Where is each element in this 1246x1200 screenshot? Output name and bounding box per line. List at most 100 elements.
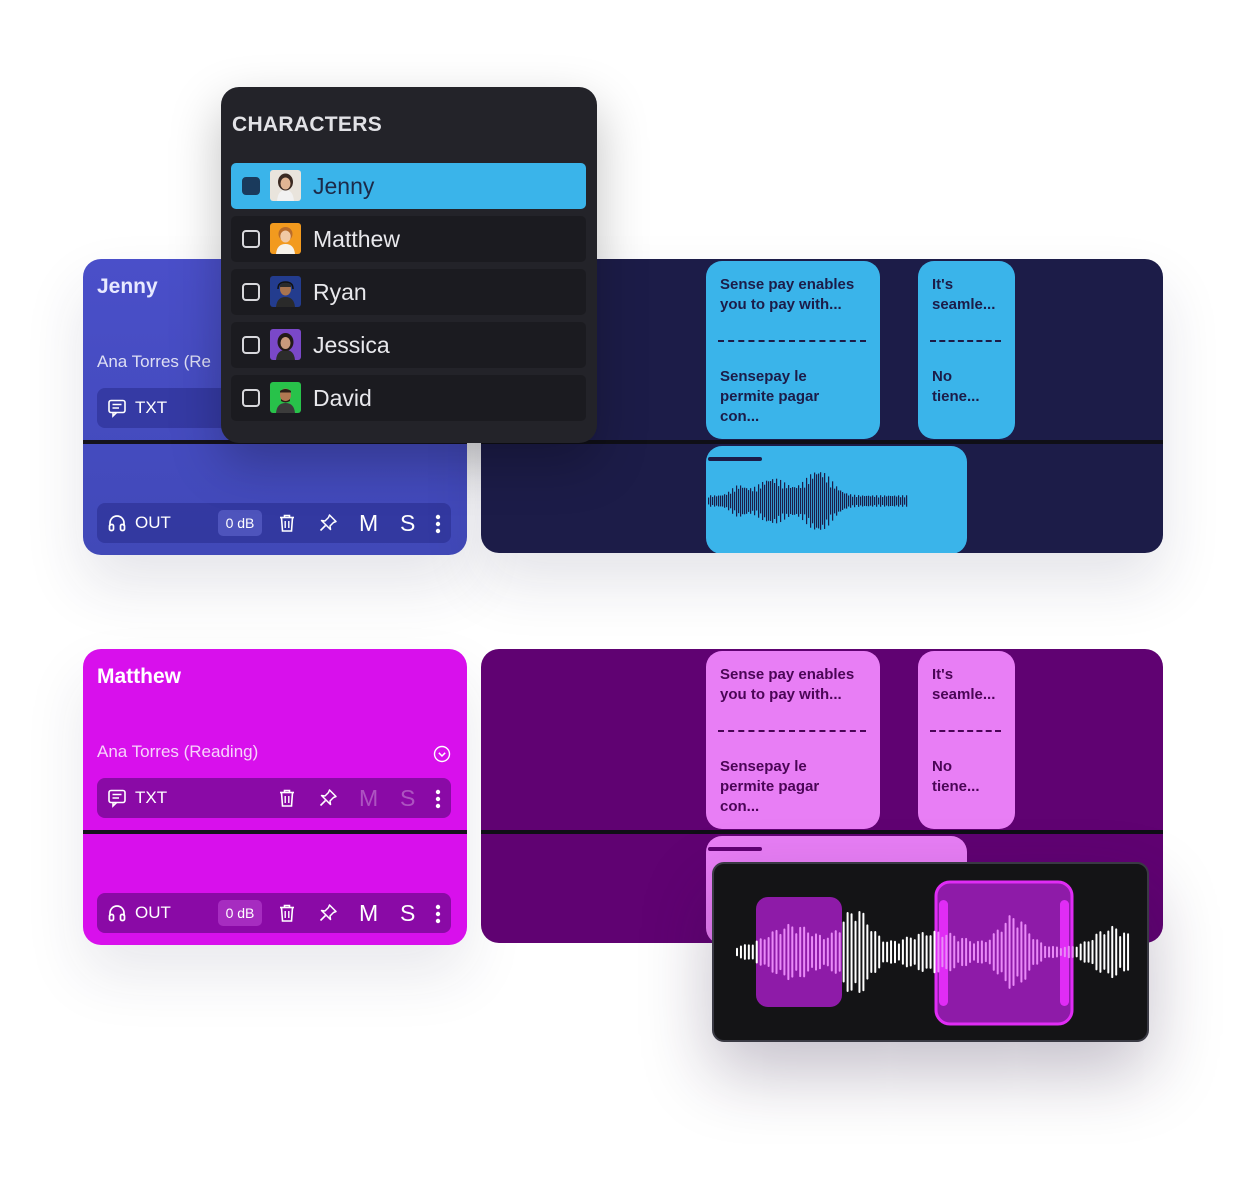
waveform-bar — [763, 939, 766, 965]
character-item-jenny[interactable]: Jenny — [231, 163, 586, 209]
pin-icon[interactable] — [318, 903, 338, 923]
waveform-bar — [771, 931, 774, 973]
waveform-bar — [1052, 945, 1054, 959]
waveform-bar — [772, 479, 774, 523]
waveform-bar — [834, 488, 836, 514]
character-item-jessica[interactable]: Jessica — [231, 322, 586, 368]
character-item-david[interactable]: David — [231, 375, 586, 421]
waveform-bar — [760, 488, 762, 514]
mute-button[interactable]: M — [359, 900, 379, 926]
waveform-bar — [984, 941, 987, 963]
track-panel-matthew: Matthew Ana Torres (Reading) TXT M S — [83, 649, 467, 945]
gain-field[interactable]: 0 dB — [218, 900, 262, 926]
txt-label[interactable]: TXT — [135, 398, 168, 417]
voice-label[interactable]: Ana Torres (Reading) — [97, 742, 259, 761]
trash-icon[interactable] — [277, 513, 297, 533]
trash-icon[interactable] — [277, 788, 297, 808]
voice-label[interactable]: Ana Torres (Re — [97, 352, 212, 371]
checkbox[interactable] — [242, 177, 260, 195]
checkbox[interactable] — [242, 336, 260, 354]
waveform-bar — [804, 487, 806, 515]
waveform-bar — [1055, 946, 1058, 958]
waveform-bar — [820, 472, 822, 530]
waveform-bar — [806, 477, 808, 525]
kebab-icon[interactable] — [435, 514, 441, 534]
waveform-bar — [1119, 935, 1122, 969]
timeline-matthew: Sense pay enables you to pay with... Sen… — [481, 649, 1163, 943]
waveform-bar — [1016, 927, 1019, 977]
headphones-icon[interactable] — [107, 513, 127, 533]
selection-handle-left[interactable] — [939, 900, 948, 1006]
waveform-bar — [716, 496, 718, 506]
clip-handle[interactable] — [708, 457, 762, 461]
waveform-bar — [764, 484, 766, 518]
waveform-bar — [768, 481, 770, 521]
chevron-down-circle-icon[interactable] — [433, 745, 451, 763]
waveform-bar — [890, 940, 893, 964]
clip-text-english: It's seamle... — [932, 666, 996, 703]
waveform-bar — [850, 494, 852, 508]
track-name: Matthew — [97, 665, 181, 688]
waveform-bar — [953, 935, 956, 969]
waveform-bar — [826, 482, 828, 520]
waveform-bar — [866, 495, 868, 507]
dropdown-title: CHARACTERS — [232, 113, 382, 136]
out-label[interactable]: OUT — [135, 903, 171, 922]
pin-icon[interactable] — [318, 513, 338, 533]
checkbox[interactable] — [242, 230, 260, 248]
pin-icon[interactable] — [318, 788, 338, 808]
waveform-bar — [1044, 945, 1047, 959]
mute-button[interactable]: M — [359, 510, 379, 536]
waveform-bar — [1099, 931, 1102, 973]
kebab-icon[interactable] — [435, 789, 441, 809]
text-clip[interactable]: Sense pay enables you to pay with... Sen… — [706, 651, 880, 829]
waveform-bar — [736, 947, 738, 957]
waveform-bar — [1115, 928, 1118, 976]
trash-icon[interactable] — [277, 903, 297, 923]
waveform-bar — [884, 495, 886, 507]
waveform-bar — [734, 491, 736, 511]
waveform-bar — [724, 494, 726, 508]
waveform-bar — [969, 940, 972, 964]
waveform-bar — [896, 496, 898, 506]
checkbox[interactable] — [242, 389, 260, 407]
active-selection-region[interactable] — [934, 880, 1074, 1026]
waveform-bar — [1000, 931, 1003, 973]
kebab-icon[interactable] — [435, 904, 441, 924]
mute-button[interactable]: M — [359, 785, 379, 811]
solo-button[interactable]: S — [400, 900, 416, 926]
avatar-ryan — [270, 276, 301, 307]
text-clip[interactable]: It's seamle... No tiene... — [918, 261, 1015, 439]
waveform-bar — [886, 941, 889, 963]
gain-field[interactable]: 0 dB — [218, 510, 262, 536]
waveform-bar — [965, 937, 968, 967]
clip-separator — [718, 730, 866, 732]
character-item-matthew[interactable]: Matthew — [231, 216, 586, 262]
waveform-bar — [795, 933, 798, 971]
waveform-bar — [945, 934, 948, 970]
solo-button[interactable]: S — [400, 785, 416, 811]
audio-clip[interactable] — [706, 446, 967, 553]
waveform-bar — [892, 496, 894, 506]
transcript-icon[interactable] — [107, 398, 127, 418]
clip-text-spanish: Sensepay le permite pagar con... — [720, 758, 820, 815]
waveform-bar — [830, 932, 833, 972]
clip-text-spanish: No tiene... — [932, 758, 980, 795]
out-label[interactable]: OUT — [135, 513, 171, 532]
solo-button[interactable]: S — [400, 510, 416, 536]
waveform-bar — [828, 476, 830, 526]
text-clip[interactable]: Sense pay enables you to pay with... Sen… — [706, 261, 880, 439]
headphones-icon[interactable] — [107, 903, 127, 923]
character-item-ryan[interactable]: Ryan — [231, 269, 586, 315]
waveform-bar — [850, 913, 853, 991]
waveform-bar — [751, 944, 754, 960]
clip-text-english: It's seamle... — [932, 276, 996, 313]
text-clip[interactable]: It's seamle... No tiene... — [918, 651, 1015, 829]
waveform-bar — [1040, 942, 1043, 962]
transcript-icon[interactable] — [107, 788, 127, 808]
checkbox[interactable] — [242, 283, 260, 301]
clip-handle[interactable] — [708, 847, 762, 851]
selection-region[interactable] — [756, 897, 842, 1007]
waveform-bar — [897, 943, 900, 961]
txt-label[interactable]: TXT — [135, 788, 168, 807]
